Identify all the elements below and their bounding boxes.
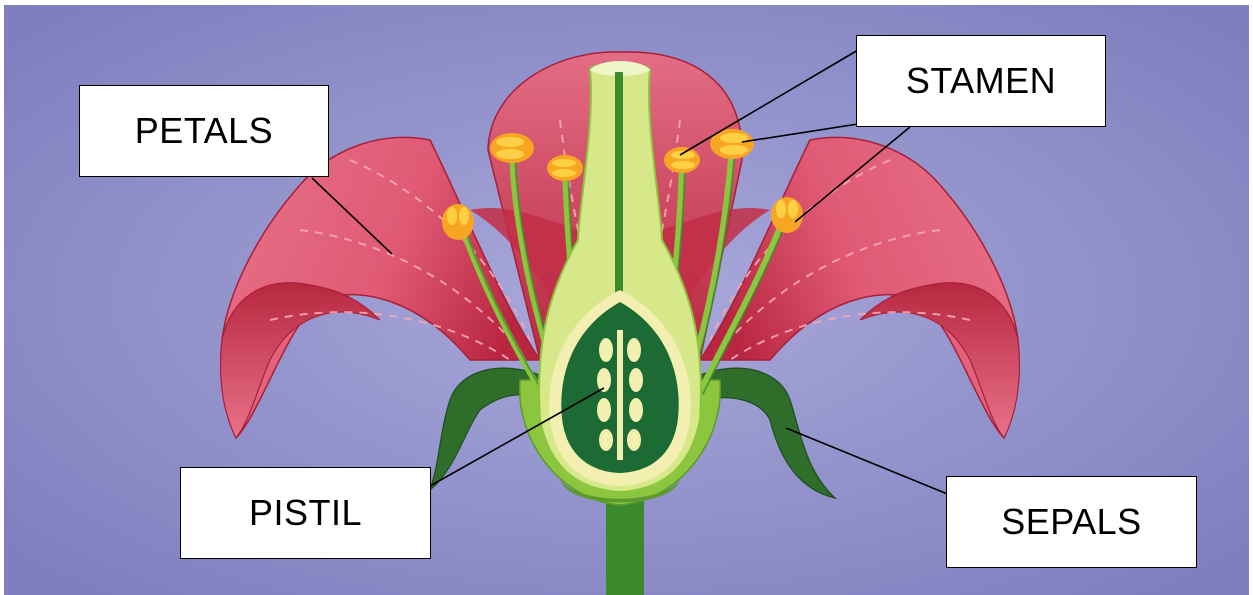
label-stamen: STAMEN	[856, 35, 1106, 127]
leader-stamen-1	[679, 49, 859, 156]
leader-lines	[311, 49, 973, 505]
label-stamen-text: STAMEN	[905, 60, 1057, 101]
frame-left	[0, 0, 4, 595]
ovules	[597, 330, 643, 460]
label-sepals-text: SEPALS	[1001, 501, 1142, 542]
anthers	[442, 129, 803, 240]
right-sepal	[694, 367, 838, 500]
label-petals: PETALS	[79, 85, 329, 177]
leader-pistil	[429, 387, 605, 487]
label-pistil-text: PISTIL	[248, 492, 363, 533]
left-petal-curl	[219, 282, 381, 440]
anther-2	[490, 133, 534, 163]
frame-top	[0, 0, 1253, 5]
style-canal	[615, 72, 623, 302]
stem	[606, 500, 644, 595]
receptacle-base	[560, 480, 680, 503]
leader-stamen-3	[794, 126, 911, 223]
leader-petals	[311, 177, 393, 255]
leader-sepals	[785, 427, 973, 505]
label-pistil: PISTIL	[180, 467, 431, 559]
anther-1	[442, 204, 474, 240]
anther-6	[771, 197, 803, 233]
label-petals-text: PETALS	[134, 110, 274, 151]
stigma	[590, 61, 650, 76]
anther-4	[664, 147, 700, 173]
anther-5	[710, 129, 754, 159]
leader-stamen-2	[741, 123, 859, 143]
label-sepals: SEPALS	[946, 476, 1197, 568]
right-petal-curl	[859, 282, 1021, 440]
anther-3	[547, 155, 583, 181]
frame-right	[1249, 0, 1253, 595]
